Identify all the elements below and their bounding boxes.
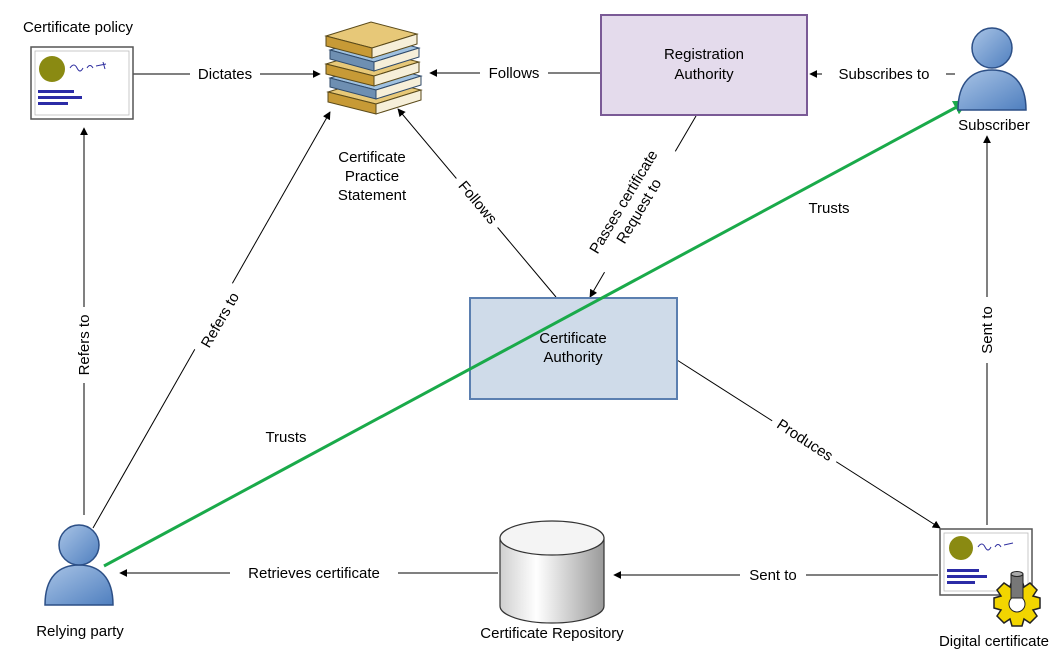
edge-label-produces: Produces (774, 416, 836, 465)
ra-label-line2: Authority (674, 66, 734, 83)
digital-certificate-node: Digital certificate (939, 528, 1049, 650)
person-icon (44, 524, 114, 606)
edge-label-trusts-subscriber: Trusts (808, 200, 849, 217)
repository-label: Certificate Repository (480, 625, 624, 642)
edge-label-trusts-ca: Trusts (265, 429, 306, 446)
edge-refers-to-cps: Refers to (92, 111, 331, 529)
subscriber-node: Subscriber (957, 27, 1030, 134)
edge-label-dictates: Dictates (198, 66, 252, 83)
relying-party-label: Relying party (36, 623, 124, 640)
edge-label-follows-ra: Follows (489, 65, 540, 82)
cps-label-line3: Statement (338, 187, 407, 204)
ra-label-line1: Registration (664, 46, 744, 63)
cps-label-line2: Practice (345, 168, 399, 185)
ca-label-line2: Authority (543, 349, 603, 366)
certificate-policy-node: Certificate policy (23, 19, 134, 120)
edge-sent-to-subscriber: Sent to (976, 135, 996, 525)
digital-certificate-label: Digital certificate (939, 633, 1049, 650)
ca-label-line1: Certificate (539, 330, 607, 347)
edge-dictates: Dictates (133, 64, 321, 84)
edge-label-retrieves-certificate: Retrieves certificate (248, 565, 380, 582)
relying-party-node: Relying party (36, 524, 124, 640)
edge-passes-request: Passes certificate Request to (578, 115, 697, 298)
edge-retrieves-certificate: Retrieves certificate (119, 563, 498, 583)
edge-follows-ra: Follows (429, 63, 600, 83)
subscriber-label: Subscriber (958, 117, 1030, 134)
edge-refers-to-policy: Refers to (73, 127, 93, 515)
cps-label-line1: Certificate (338, 149, 406, 166)
database-cylinder-icon (499, 520, 605, 624)
edge-trusts-subscriber (103, 100, 969, 568)
edge-produces: Produces (676, 359, 941, 529)
edge-follows-ca: Follows (397, 108, 557, 298)
edge-subscribes-to: Subscribes to (809, 64, 955, 84)
certificate-document-icon (30, 46, 134, 120)
certificate-repository-node: Certificate Repository (480, 520, 624, 642)
edge-label-sent-to-repository: Sent to (749, 567, 797, 584)
edge-label-sent-to-subscriber: Sent to (979, 306, 996, 354)
edge-label-follows-ca: Follows (455, 178, 501, 228)
registration-authority-node: Registration Authority (600, 14, 808, 116)
books-icon (324, 21, 423, 115)
edge-sent-to-repository: Sent to (613, 565, 938, 585)
person-icon (957, 27, 1027, 111)
edge-label-refers-to-policy: Refers to (76, 315, 93, 376)
certificate-gear-icon (939, 528, 1041, 627)
certificate-policy-label: Certificate policy (23, 19, 134, 36)
certificate-practice-statement-node: Certificate Practice Statement (324, 21, 423, 204)
edge-label-subscribes-to: Subscribes to (839, 66, 930, 83)
